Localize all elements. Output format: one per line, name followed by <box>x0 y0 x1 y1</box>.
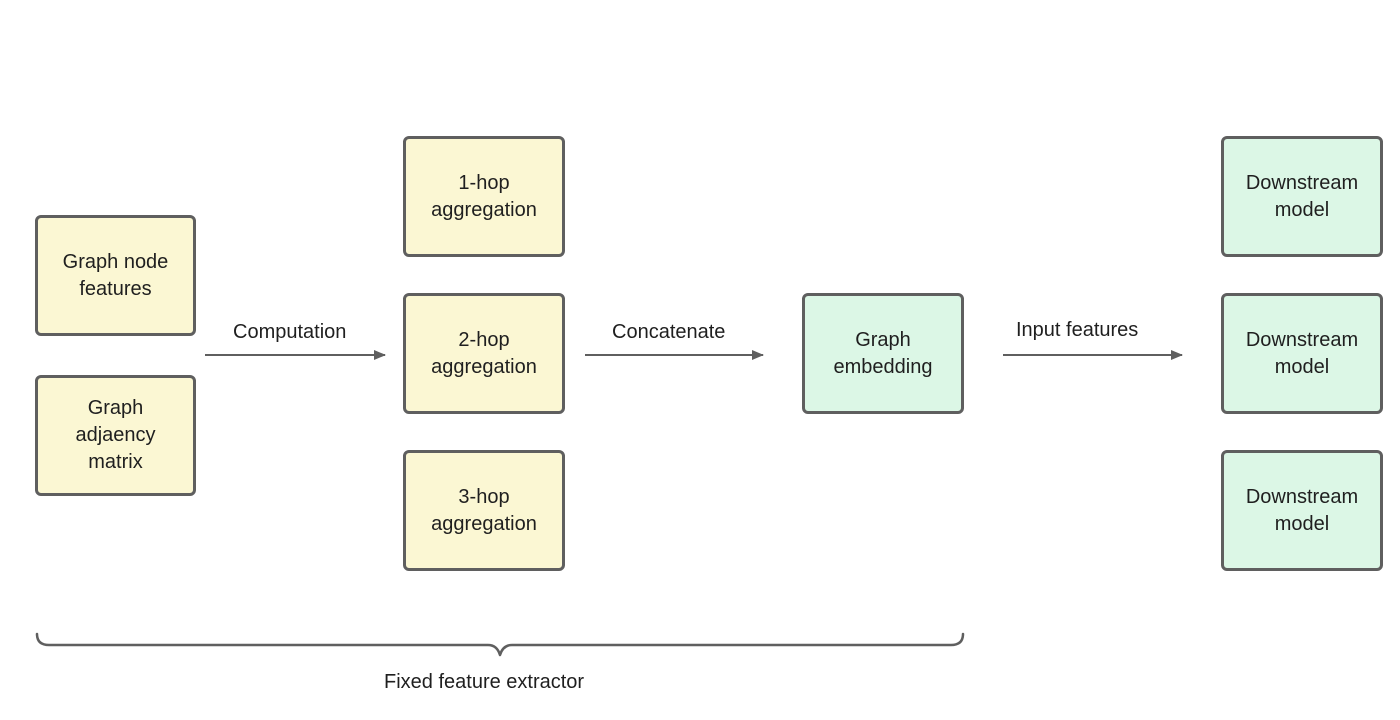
hop2-aggregation-box: 2-hop aggregation <box>403 293 565 414</box>
graph-adjacency-matrix-box: Graph adjaency matrix <box>35 375 196 496</box>
input-features-label: Input features <box>1016 319 1139 341</box>
downstream-model-box-1: Downstream model <box>1221 136 1383 257</box>
feature-extractor-bracket <box>35 632 965 657</box>
graph-embedding-box: Graph embedding <box>802 293 964 414</box>
graph-node-features-box: Graph node features <box>35 215 196 336</box>
hop1-aggregation-box: 1-hop aggregation <box>403 136 565 257</box>
computation-label: Computation <box>233 321 347 343</box>
downstream-model-box-3: Downstream model <box>1221 450 1383 571</box>
concatenate-label: Concatenate <box>612 321 726 343</box>
fixed-feature-extractor-label: Fixed feature extractor <box>384 671 585 693</box>
hop3-aggregation-box: 3-hop aggregation <box>403 450 565 571</box>
downstream-model-box-2: Downstream model <box>1221 293 1383 414</box>
